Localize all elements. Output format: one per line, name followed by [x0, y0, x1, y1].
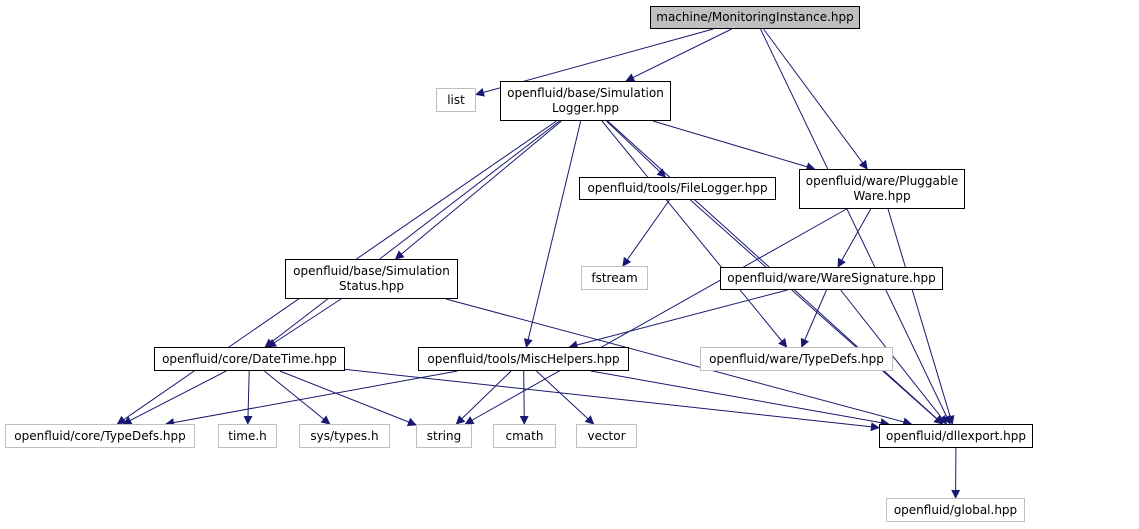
edge-pluggable-to-waresig	[837, 208, 872, 268]
edge-mischelp-to-dllexport	[590, 370, 890, 428]
edge-datetime-to-string	[279, 370, 417, 427]
node-simulation-status-hpp[interactable]: openfluid/base/Simulation Status.hpp	[285, 259, 458, 299]
node-label: machine/MonitoringInstance.hpp	[656, 10, 854, 24]
edge-filelog-to-fstream	[622, 199, 670, 267]
node-label: openfluid/ware/Pluggable Ware.hpp	[805, 174, 959, 203]
node-vector: vector	[576, 424, 637, 448]
node-label: vector	[587, 428, 626, 443]
node-dllexport-hpp[interactable]: openfluid/dllexport.hpp	[879, 424, 1033, 448]
edge-simstat-to-dllexport	[445, 298, 913, 427]
node-label: openfluid/tools/FileLogger.hpp	[587, 181, 768, 195]
edge-pluggable-to-dllexport	[887, 208, 955, 425]
node-label: openfluid/tools/MiscHelpers.hpp	[427, 351, 620, 366]
node-label: openfluid/ware/WareSignature.hpp	[727, 271, 936, 285]
node-label: time.h	[228, 428, 267, 443]
node-label: openfluid/dllexport.hpp	[886, 428, 1026, 443]
node-machine-monitoringinstance-hpp[interactable]: machine/MonitoringInstance.hpp	[650, 6, 860, 29]
node-cmath: cmath	[493, 424, 556, 448]
node-label: openfluid/base/Simulation Status.hpp	[293, 264, 450, 293]
edge-waresig-to-dllexport	[840, 289, 948, 425]
node-label: cmath	[505, 428, 544, 443]
edge-pluggable-to-string	[464, 208, 847, 425]
node-datetime-hpp[interactable]: openfluid/core/DateTime.hpp	[154, 347, 345, 371]
edge-datetime-to-coretypes	[122, 370, 227, 425]
edge-simlog-to-pluggable	[652, 120, 816, 172]
edge-simlog-to-datetime	[264, 120, 560, 348]
node-string: string	[416, 424, 472, 448]
node-simulation-logger-hpp[interactable]: openfluid/base/Simulation Logger.hpp	[500, 81, 671, 121]
node-ware-typedefs-hpp: openfluid/ware/TypeDefs.hpp	[700, 347, 893, 371]
node-filelogger-hpp[interactable]: openfluid/tools/FileLogger.hpp	[579, 177, 776, 200]
edge-waresig-to-mischelp	[568, 289, 788, 350]
node-label: openfluid/base/Simulation Logger.hpp	[507, 86, 664, 115]
edge-datetime-to-timeh	[243, 370, 253, 425]
node-label: openfluid/ware/TypeDefs.hpp	[709, 351, 884, 366]
node-pluggableware-hpp[interactable]: openfluid/ware/Pluggable Ware.hpp	[799, 169, 965, 209]
node-sys-types-h: sys/types.h	[299, 424, 390, 448]
edge-simstat-to-datetime	[267, 298, 342, 348]
node-label: openfluid/core/TypeDefs.hpp	[14, 428, 186, 443]
edge-datetime-to-systypes	[263, 370, 331, 425]
edge-simlog-to-mischelp	[523, 120, 582, 348]
edge-datetime-to-dllexport	[344, 368, 880, 432]
node-label: sys/types.h	[310, 428, 379, 443]
node-label: fstream	[591, 270, 638, 285]
node-list: list	[436, 88, 476, 112]
edge-mon-to-dllexport	[760, 28, 951, 425]
edge-mischelp-to-coretypes	[165, 370, 458, 427]
node-label: openfluid/core/DateTime.hpp	[162, 351, 337, 366]
edge-mon-to-pluggable	[763, 28, 868, 170]
edge-mischelp-to-string	[455, 370, 512, 425]
node-label: openfluid/global.hpp	[893, 502, 1018, 517]
node-label: string	[426, 428, 462, 443]
edge-simlog-to-filelog	[606, 120, 667, 178]
node-waresignature-hpp[interactable]: openfluid/ware/WareSignature.hpp	[720, 267, 943, 290]
node-time-h: time.h	[218, 424, 277, 448]
edge-mischelp-to-vector	[536, 370, 595, 425]
node-core-typedefs-hpp: openfluid/core/TypeDefs.hpp	[5, 424, 195, 448]
node-global-hpp: openfluid/global.hpp	[886, 498, 1025, 522]
edge-waresig-to-waretypes	[800, 289, 827, 348]
node-fstream: fstream	[581, 266, 648, 290]
edge-simlog-to-waretypes	[601, 120, 788, 348]
edge-simlog-to-simstat	[394, 120, 562, 260]
edge-mon-to-simlog	[625, 28, 732, 82]
node-label: list	[447, 92, 465, 107]
edge-mischelp-to-cmath	[519, 370, 529, 425]
node-mischelpers-hpp[interactable]: openfluid/tools/MiscHelpers.hpp	[418, 347, 629, 371]
